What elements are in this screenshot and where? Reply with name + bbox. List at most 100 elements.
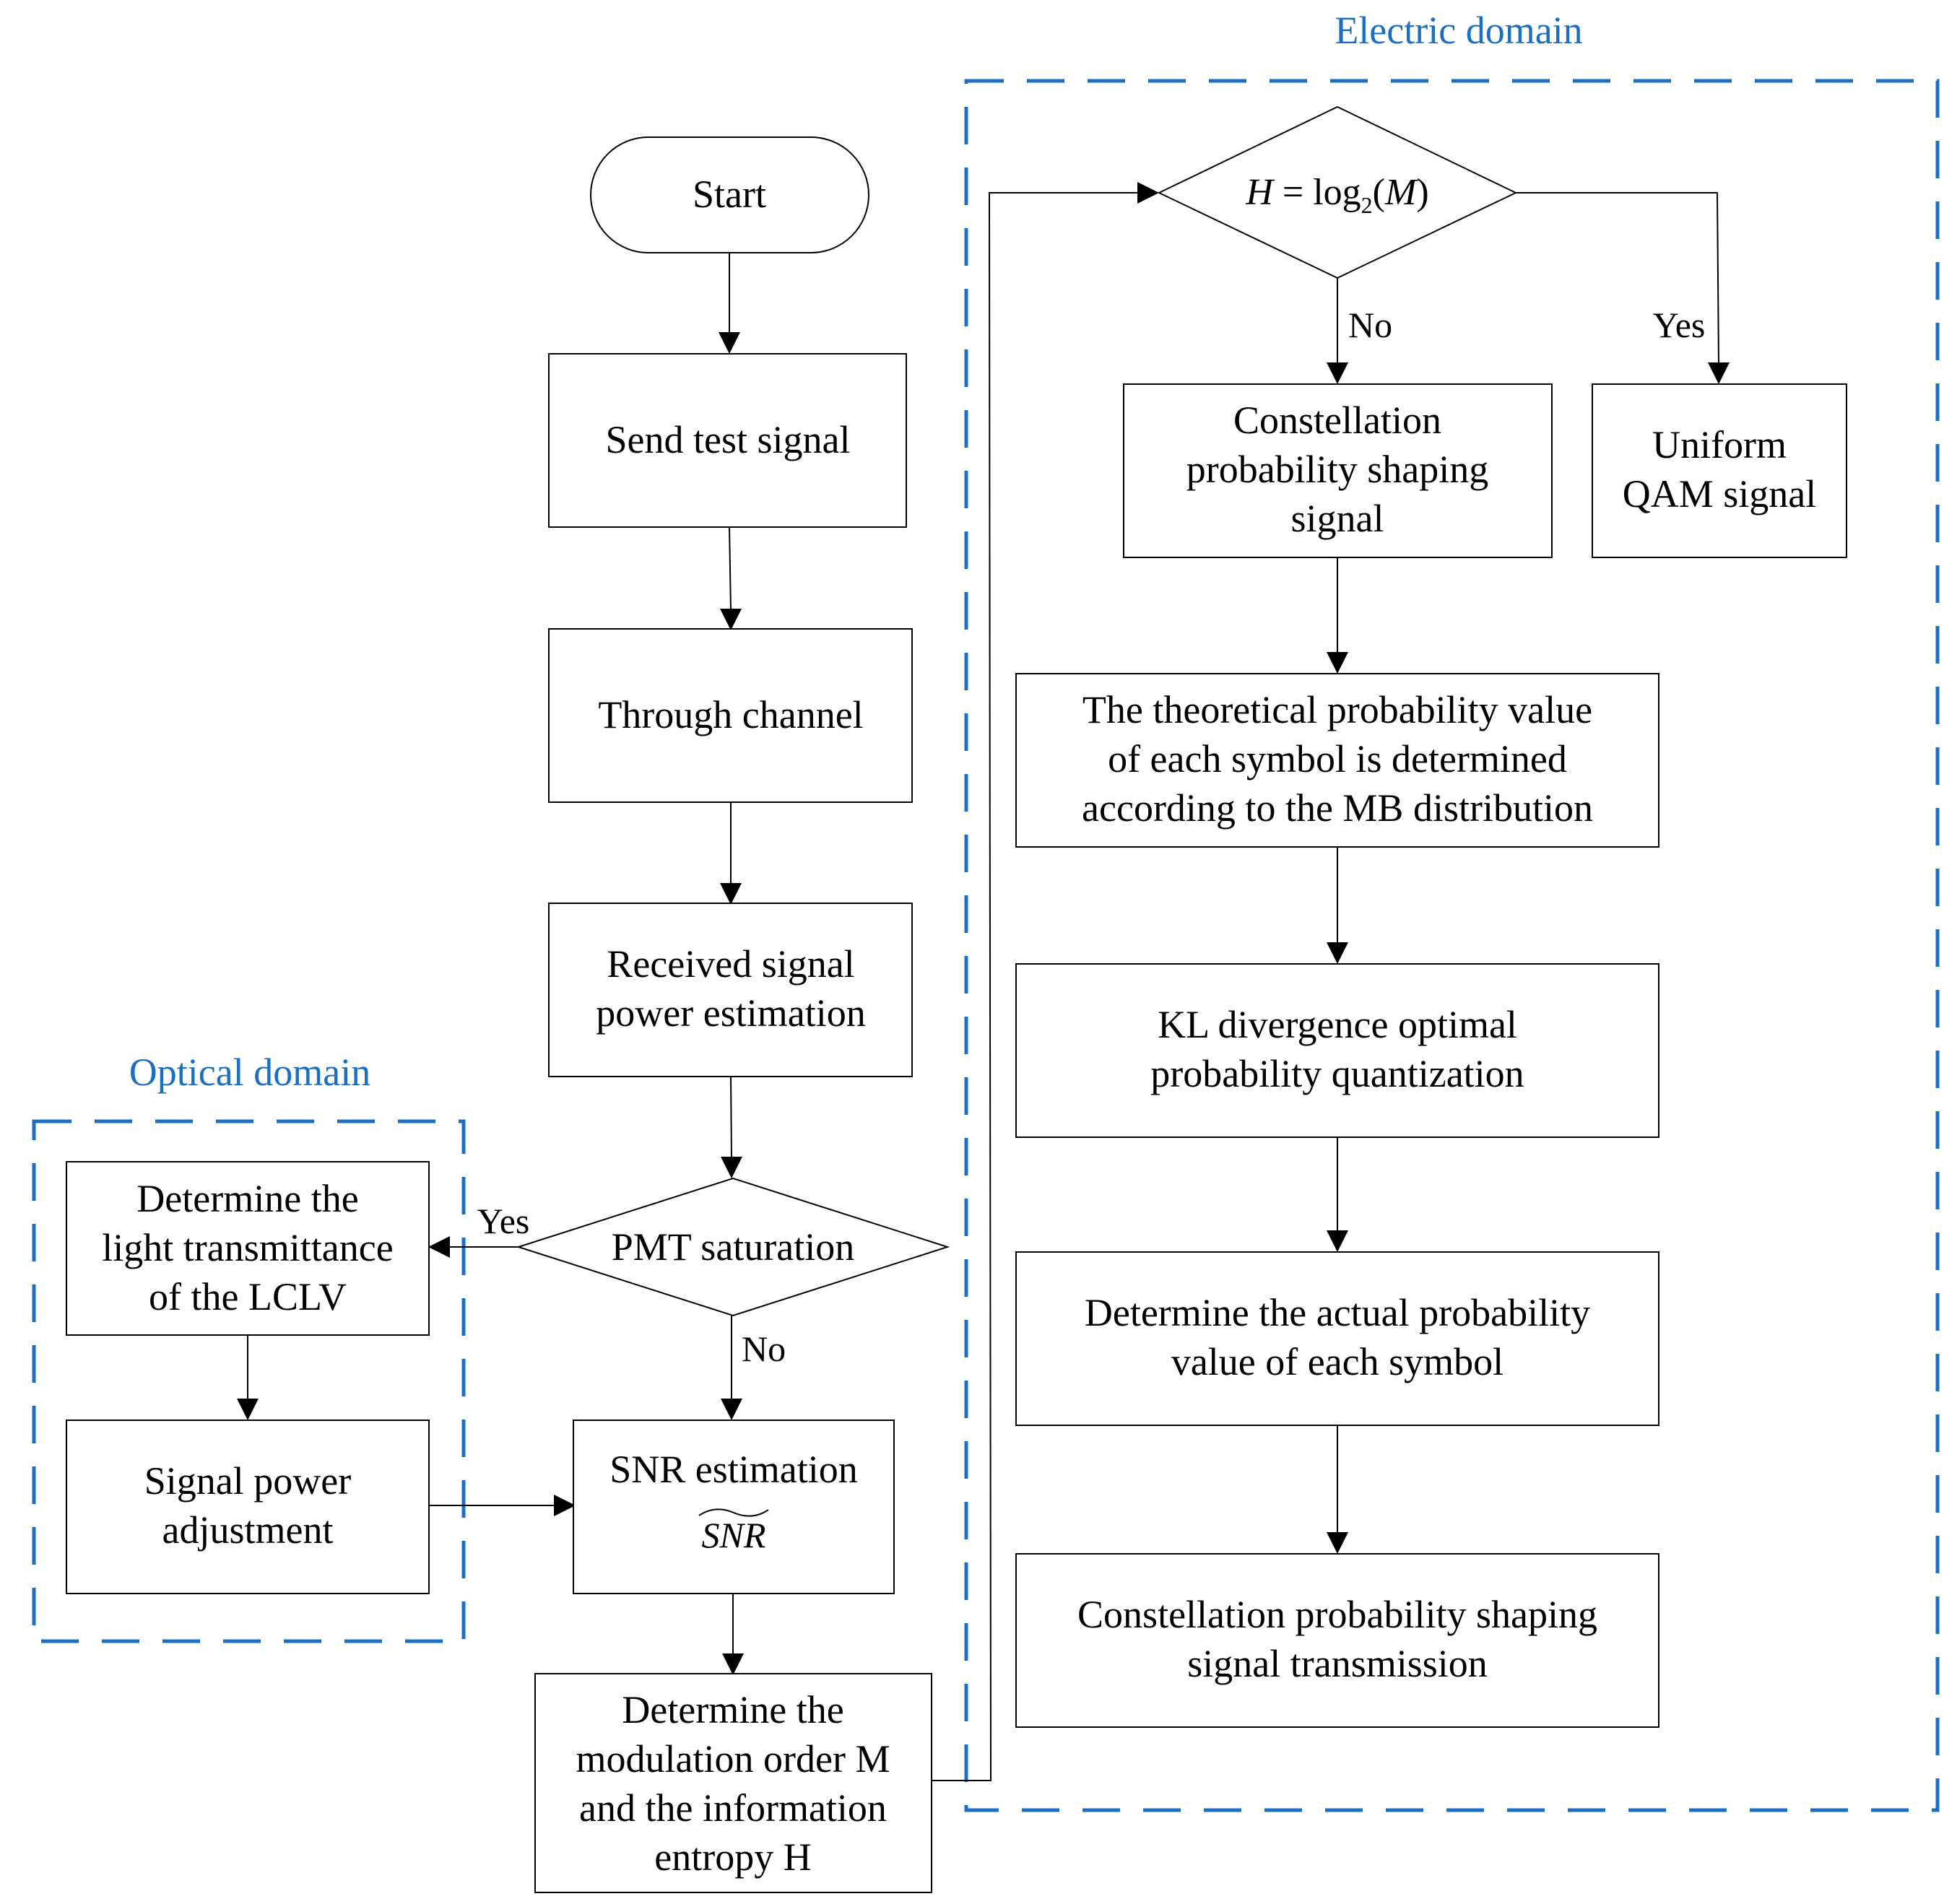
uniform-qam-line-2: QAM signal bbox=[1623, 472, 1817, 516]
electric-domain-border bbox=[964, 79, 1940, 1812]
kl-divergence-line-1: KL divergence optimal bbox=[1158, 1003, 1517, 1046]
cps-transmission-box bbox=[1015, 1553, 1659, 1728]
kl-divergence-line-2: probability quantization bbox=[1150, 1052, 1524, 1095]
signal-power-adjustment-node: Signal power adjustment bbox=[66, 1420, 430, 1594]
power-estimation-box bbox=[548, 903, 913, 1077]
theoretical-probability-box bbox=[1015, 673, 1659, 848]
edge-power-pmt bbox=[730, 1075, 732, 1160]
lclv-transmittance-box bbox=[66, 1161, 430, 1336]
snr-estimation-box bbox=[573, 1420, 895, 1594]
through-channel-box bbox=[548, 628, 913, 803]
cps-signal-line-2: probability shaping bbox=[1186, 448, 1488, 491]
lclv-transmittance-node: Determine the light transmittance of the… bbox=[66, 1161, 430, 1336]
start-node: Start bbox=[590, 136, 869, 253]
theoretical-probability-line-2: of each symbol is determined bbox=[1108, 737, 1567, 781]
formula-lhs: H bbox=[1245, 172, 1275, 213]
edge-send-channel bbox=[729, 526, 732, 611]
power-estimation-line-2: power estimation bbox=[596, 991, 865, 1035]
send-test-signal-label: Send test signal bbox=[606, 418, 851, 461]
signal-power-adjustment-line-2: adjustment bbox=[162, 1508, 334, 1552]
formula-sub: 2 bbox=[1361, 192, 1373, 218]
snr-tilde-mark bbox=[698, 1508, 769, 1517]
arrowhead-power bbox=[720, 883, 742, 905]
label-pmt-no: No bbox=[742, 1329, 786, 1369]
arrowhead-snr-left bbox=[554, 1495, 576, 1516]
arrowhead-decision bbox=[1137, 182, 1159, 204]
cps-transmission-line-1: Constellation probability shaping bbox=[1077, 1593, 1597, 1636]
theoretical-probability-line-3: according to the MB distribution bbox=[1082, 786, 1593, 830]
signal-power-adjustment-box bbox=[66, 1420, 430, 1594]
modulation-order-line-1: Determine the bbox=[622, 1688, 843, 1731]
formula-arg: M bbox=[1384, 172, 1418, 213]
theoretical-probability-node: The theoretical probability value of eac… bbox=[1015, 673, 1659, 848]
uniform-qam-box bbox=[1592, 383, 1847, 558]
connectors bbox=[237, 182, 1730, 1781]
kl-divergence-box bbox=[1015, 963, 1659, 1138]
modulation-order-node: Determine the modulation order M and the… bbox=[534, 1673, 932, 1893]
label-pmt-yes: Yes bbox=[477, 1201, 530, 1241]
formula-eq: = log bbox=[1273, 172, 1361, 213]
cps-transmission-line-2: signal transmission bbox=[1187, 1642, 1488, 1685]
signal-power-adjustment-line-1: Signal power bbox=[144, 1459, 351, 1503]
electric-domain-title: Electric domain bbox=[1335, 9, 1582, 52]
snr-symbol: SNR bbox=[702, 1515, 766, 1555]
cps-signal-node: Constellation probability shaping signal bbox=[1123, 383, 1553, 558]
optical-domain-title: Optical domain bbox=[129, 1051, 370, 1094]
edge-order-decision bbox=[932, 192, 1137, 1781]
snr-estimation-node: SNR estimation SNR bbox=[573, 1420, 895, 1594]
optical-domain-border bbox=[32, 1119, 466, 1643]
arrowhead-uniform bbox=[1708, 362, 1730, 384]
arrowhead-channel bbox=[720, 609, 742, 630]
modulation-order-line-2: modulation order M bbox=[576, 1737, 890, 1781]
actual-probability-node: Determine the actual probability value o… bbox=[1015, 1251, 1659, 1426]
edge-decision-uniform bbox=[1516, 192, 1719, 365]
cps-transmission-node: Constellation probability shaping signal… bbox=[1015, 1553, 1659, 1728]
start-shape bbox=[590, 136, 869, 253]
arrowhead-lclv bbox=[428, 1236, 450, 1258]
arrowhead-actual bbox=[1327, 1230, 1348, 1252]
pmt-saturation-diamond bbox=[516, 1177, 950, 1317]
label-decision-no: No bbox=[1348, 305, 1392, 345]
modulation-order-line-4: entropy H bbox=[654, 1835, 811, 1879]
arrowhead-theory bbox=[1327, 652, 1348, 674]
formula-close: ) bbox=[1416, 172, 1428, 213]
actual-probability-line-2: value of each symbol bbox=[1171, 1340, 1503, 1383]
through-channel-node: Through channel bbox=[548, 628, 913, 803]
actual-probability-box bbox=[1015, 1251, 1659, 1426]
modulation-order-line-3: and the information bbox=[579, 1786, 887, 1830]
start-label: Start bbox=[693, 173, 766, 216]
cps-signal-line-1: Constellation bbox=[1233, 399, 1441, 442]
arrowhead-kl bbox=[1327, 942, 1348, 964]
formula-open: ( bbox=[1373, 172, 1385, 213]
entropy-decision-diamond bbox=[1157, 105, 1518, 279]
theoretical-probability-line-1: The theoretical probability value bbox=[1082, 688, 1592, 731]
label-decision-yes: Yes bbox=[1653, 305, 1706, 345]
arrowhead-cps bbox=[1327, 362, 1348, 384]
send-test-signal-box bbox=[548, 353, 907, 528]
kl-divergence-node: KL divergence optimal probability quanti… bbox=[1015, 963, 1659, 1138]
pmt-saturation-label: PMT saturation bbox=[612, 1225, 855, 1269]
arrowhead-snr-top bbox=[721, 1399, 742, 1420]
power-estimation-line-1: Received signal bbox=[607, 942, 854, 986]
cps-signal-line-3: signal bbox=[1291, 497, 1384, 540]
electric-domain-region: Electric domain bbox=[964, 9, 1940, 1812]
lclv-transmittance-line-2: light transmittance bbox=[102, 1226, 393, 1269]
arrowhead-transmit bbox=[1327, 1532, 1348, 1554]
uniform-qam-node: Uniform QAM signal bbox=[1592, 383, 1847, 558]
power-estimation-node: Received signal power estimation bbox=[548, 903, 913, 1077]
through-channel-label: Through channel bbox=[598, 693, 863, 736]
lclv-transmittance-line-1: Determine the bbox=[136, 1177, 358, 1220]
cps-signal-box bbox=[1123, 383, 1553, 558]
optical-domain-region: Optical domain bbox=[32, 1051, 466, 1643]
actual-probability-line-1: Determine the actual probability bbox=[1085, 1291, 1590, 1334]
pmt-saturation-decision: PMT saturation bbox=[516, 1177, 950, 1317]
entropy-decision-formula: H = log2(M) bbox=[1245, 172, 1428, 218]
arrowhead-adjust bbox=[237, 1399, 259, 1420]
lclv-transmittance-line-3: of the LCLV bbox=[149, 1275, 347, 1318]
send-test-signal-node: Send test signal bbox=[548, 353, 907, 528]
snr-estimation-line-1: SNR estimation bbox=[609, 1448, 858, 1491]
arrowhead-send bbox=[719, 332, 740, 354]
uniform-qam-line-1: Uniform bbox=[1652, 423, 1787, 466]
entropy-decision: H = log2(M) bbox=[1157, 105, 1518, 279]
